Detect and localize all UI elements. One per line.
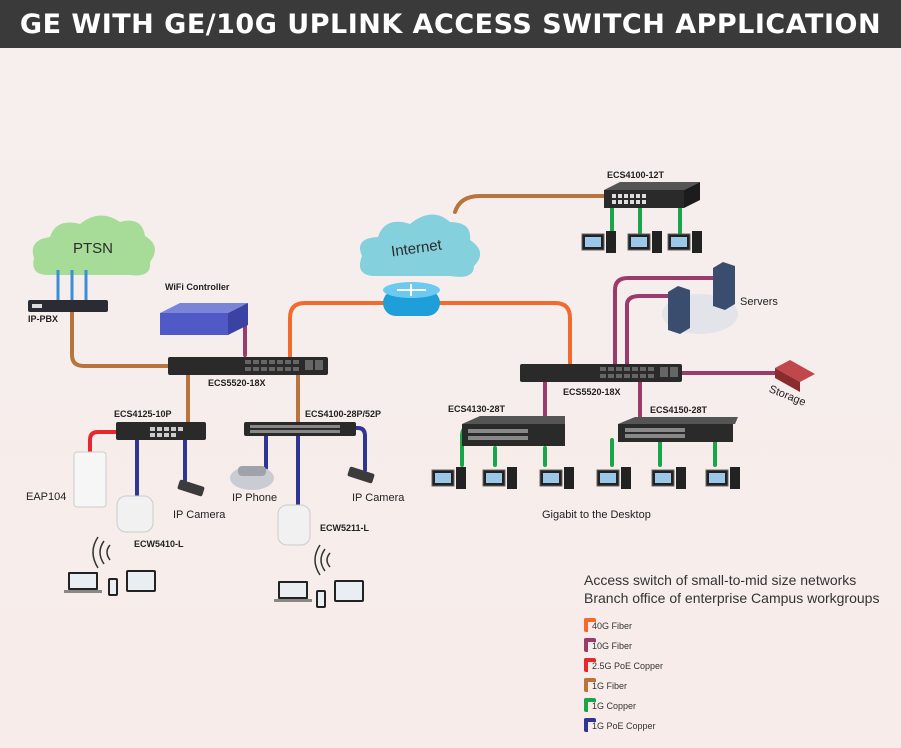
ecs5520-left-device	[168, 357, 328, 375]
legend-item: 40G Fiber	[584, 616, 784, 634]
legend-swatch	[584, 678, 588, 692]
ip-camera-left-device	[177, 479, 205, 497]
legend-swatch	[584, 718, 588, 732]
link-ecs5520-servers-1	[613, 276, 722, 366]
ecs4150-label: ECS4150-28T	[650, 405, 708, 415]
legend-item: 10G Fiber	[584, 636, 784, 654]
ip-phone-label: IP Phone	[232, 492, 278, 504]
description-line-1: Access switch of small-to-mid size netwo…	[584, 572, 857, 588]
ecw5211-label: ECW5211-L	[320, 523, 370, 533]
wireless-clients	[64, 570, 364, 608]
ecs4150-device	[618, 417, 738, 442]
ptsn-cloud	[32, 215, 155, 276]
ecs4100-12t-label: ECS4100-12T	[607, 170, 665, 180]
desktop-computers	[431, 231, 740, 489]
ptsn-label: PTSN	[73, 240, 114, 257]
ecw5211-device	[277, 504, 311, 546]
legend-label: 2.5G PoE Copper	[592, 661, 664, 671]
ecs4130-device	[462, 416, 565, 446]
eap104-device	[73, 451, 107, 508]
ip-pbx-label: IP-PBX	[28, 314, 59, 324]
link-router-ecs5520-right	[438, 301, 572, 366]
link-ecs4125-eap104	[88, 430, 122, 457]
servers-group	[662, 262, 738, 334]
legend-swatch-top	[584, 698, 596, 702]
eap104-label: EAP104	[26, 491, 67, 503]
legend-label: 1G Copper	[592, 701, 637, 711]
wifi-controller-device	[160, 303, 248, 335]
link-router-ecs5520-left	[288, 301, 385, 360]
legend-item: 1G Copper	[584, 696, 784, 714]
storage-device	[775, 360, 815, 392]
internet-cloud	[359, 214, 481, 277]
link-ecs5520-servers-2	[625, 294, 670, 366]
router-device	[383, 282, 440, 316]
gigabit-desktop-label: Gigabit to the Desktop	[542, 509, 651, 521]
legend-label: 1G Fiber	[592, 681, 628, 691]
legend-label: 1G PoE Copper	[592, 721, 656, 731]
legend-label: 10G Fiber	[592, 641, 633, 651]
legend-swatch	[584, 638, 588, 652]
legend-swatch	[584, 698, 588, 712]
legend-item: 1G PoE Copper	[584, 716, 784, 734]
legend-swatch-top	[584, 638, 596, 642]
ip-camera-right-device	[347, 466, 375, 484]
wifi-controller-label: WiFi Controller	[165, 282, 230, 292]
legend-swatch-top	[584, 618, 596, 622]
ecs4125-label: ECS4125-10P	[114, 409, 172, 419]
servers-label: Servers	[740, 296, 778, 308]
legend-swatch	[584, 618, 588, 632]
page-title: GE WITH GE/10G UPLINK ACCESS SWITCH APPL…	[19, 8, 882, 40]
ip-camera-right-label: IP Camera	[352, 492, 405, 504]
ecs4100-12t-device	[604, 182, 700, 208]
legend-swatch	[584, 658, 588, 672]
ip-camera-left-label: IP Camera	[173, 509, 226, 521]
ecw5410-device	[116, 495, 154, 533]
title-bar: GE WITH GE/10G UPLINK ACCESS SWITCH APPL…	[0, 0, 901, 48]
diagram-canvas: PTSN Internet ECS4100-12T IP-PBX WiFi Co…	[0, 48, 901, 748]
link-ipbx-ecs5520	[70, 310, 172, 368]
ip-phone-device	[230, 466, 274, 490]
legend-item: 1G Fiber	[584, 676, 784, 694]
legend-swatch-top	[584, 658, 596, 662]
legend-item: 2.5G PoE Copper	[584, 656, 784, 674]
ecs5520-right-label: ECS5520-18X	[563, 387, 621, 397]
ecs5520-left-label: ECS5520-18X	[208, 378, 266, 388]
ecs4125-device	[116, 422, 206, 440]
link-ecs4100-camera	[338, 426, 367, 472]
ecs4100-28p-label: ECS4100-28P/52P	[305, 409, 382, 419]
legend-label: 40G Fiber	[592, 621, 633, 631]
ecs4130-label: ECS4130-28T	[448, 404, 506, 414]
network-diagram	[28, 182, 815, 608]
ecs5520-right-device	[520, 364, 682, 382]
description-line-2: Branch office of enterprise Campus workg…	[584, 590, 880, 606]
legend-swatch-top	[584, 718, 596, 722]
link-internet-ecs4100-12t	[453, 194, 642, 214]
legend-swatch-top	[584, 678, 596, 682]
ip-pbx-device	[28, 300, 108, 312]
ecw5410-label: ECW5410-L	[134, 539, 184, 549]
ecs4100-28p-device	[244, 422, 356, 436]
